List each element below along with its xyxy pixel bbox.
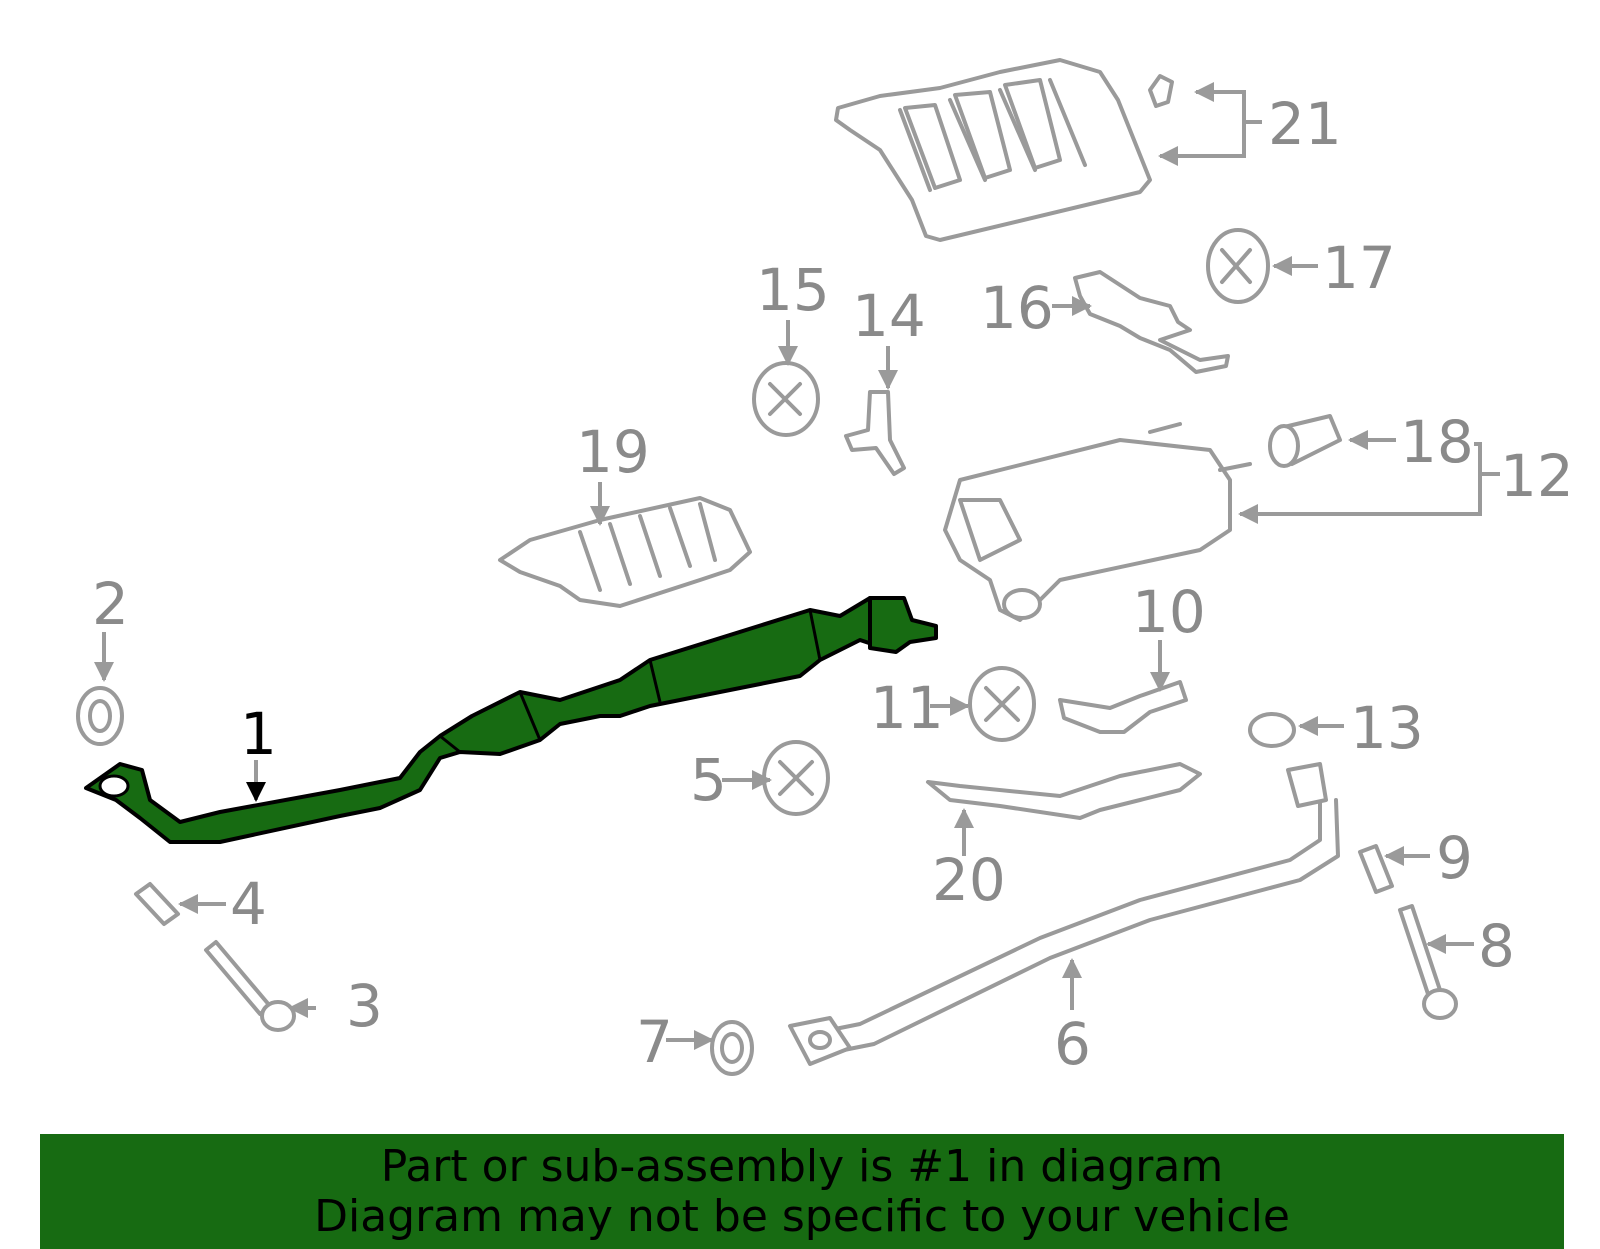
callout-19: 19	[576, 418, 650, 486]
tail-pipe-6	[788, 762, 1340, 1066]
bolt-8	[1398, 904, 1458, 1020]
muffler-12	[943, 422, 1252, 622]
callout-10: 10	[1132, 578, 1206, 646]
callout-2: 2	[92, 570, 129, 638]
callout-18: 18	[1400, 408, 1474, 476]
hanger-11	[968, 666, 1036, 742]
callout-16: 16	[980, 274, 1054, 342]
callout-4: 4	[230, 870, 267, 938]
heat-shield-20	[926, 762, 1202, 820]
callout-6: 6	[1054, 1010, 1091, 1078]
front-exhaust-pipe-1	[84, 596, 938, 844]
hanger-15	[752, 361, 820, 437]
hanger-5	[762, 740, 830, 816]
leader-lines	[94, 82, 1500, 1050]
stud-9	[1358, 844, 1394, 894]
callout-5: 5	[690, 746, 727, 814]
callout-12: 12	[1500, 442, 1574, 510]
info-banner: Part or sub-assembly is #1 in diagram Di…	[40, 1134, 1564, 1249]
gasket-2	[76, 686, 124, 746]
tail-pipe-tip-18	[1268, 414, 1342, 468]
callout-3: 3	[346, 972, 383, 1040]
hanger-rod-14	[844, 390, 906, 476]
callout-7: 7	[636, 1008, 673, 1076]
callout-1: 1	[240, 700, 277, 768]
callout-9: 9	[1436, 824, 1473, 892]
callout-15: 15	[756, 256, 830, 324]
heat-shield-19	[498, 496, 752, 608]
hanger-ring-17	[1206, 228, 1270, 304]
gasket-13	[1248, 712, 1296, 748]
gasket-7	[710, 1020, 754, 1076]
callout-13: 13	[1350, 694, 1424, 762]
stud-4	[134, 882, 180, 926]
callout-20: 20	[932, 846, 1006, 914]
banner-line-2: Diagram may not be specific to your vehi…	[314, 1190, 1290, 1242]
bracket-10	[1058, 680, 1188, 734]
banner-line-1: Part or sub-assembly is #1 in diagram	[380, 1140, 1224, 1192]
heat-shield-upper	[834, 58, 1174, 242]
callout-17: 17	[1322, 234, 1396, 302]
callout-8: 8	[1478, 912, 1515, 980]
bracket-16	[1073, 270, 1230, 374]
callout-21: 21	[1268, 90, 1342, 158]
callout-11: 11	[870, 674, 944, 742]
callout-14: 14	[852, 282, 926, 350]
bolt-3	[204, 940, 296, 1032]
